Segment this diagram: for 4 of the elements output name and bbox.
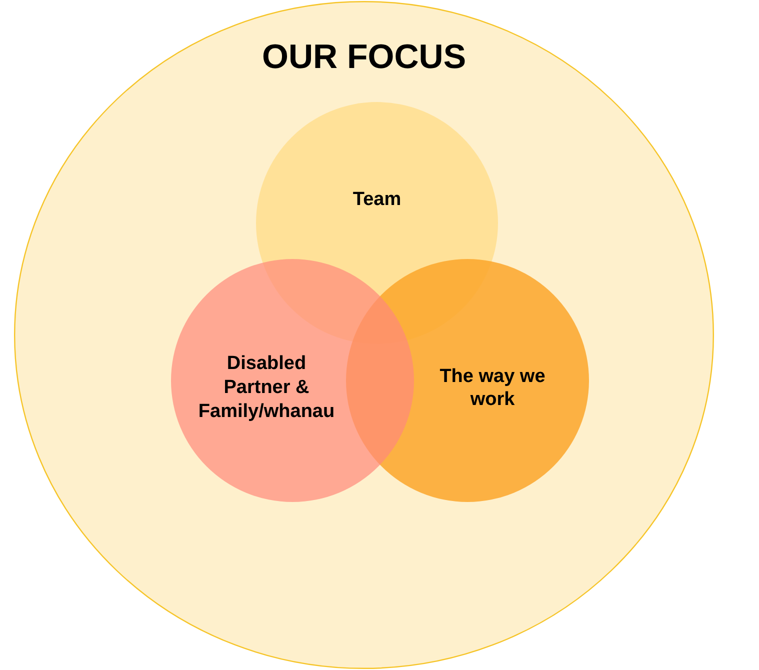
circle-label: Disabled Partner & Family/whanau xyxy=(197,352,336,424)
circle-label: Team xyxy=(352,188,402,212)
heading: OUR FOCUS xyxy=(261,37,467,77)
circle-label: The way we work xyxy=(438,365,546,411)
